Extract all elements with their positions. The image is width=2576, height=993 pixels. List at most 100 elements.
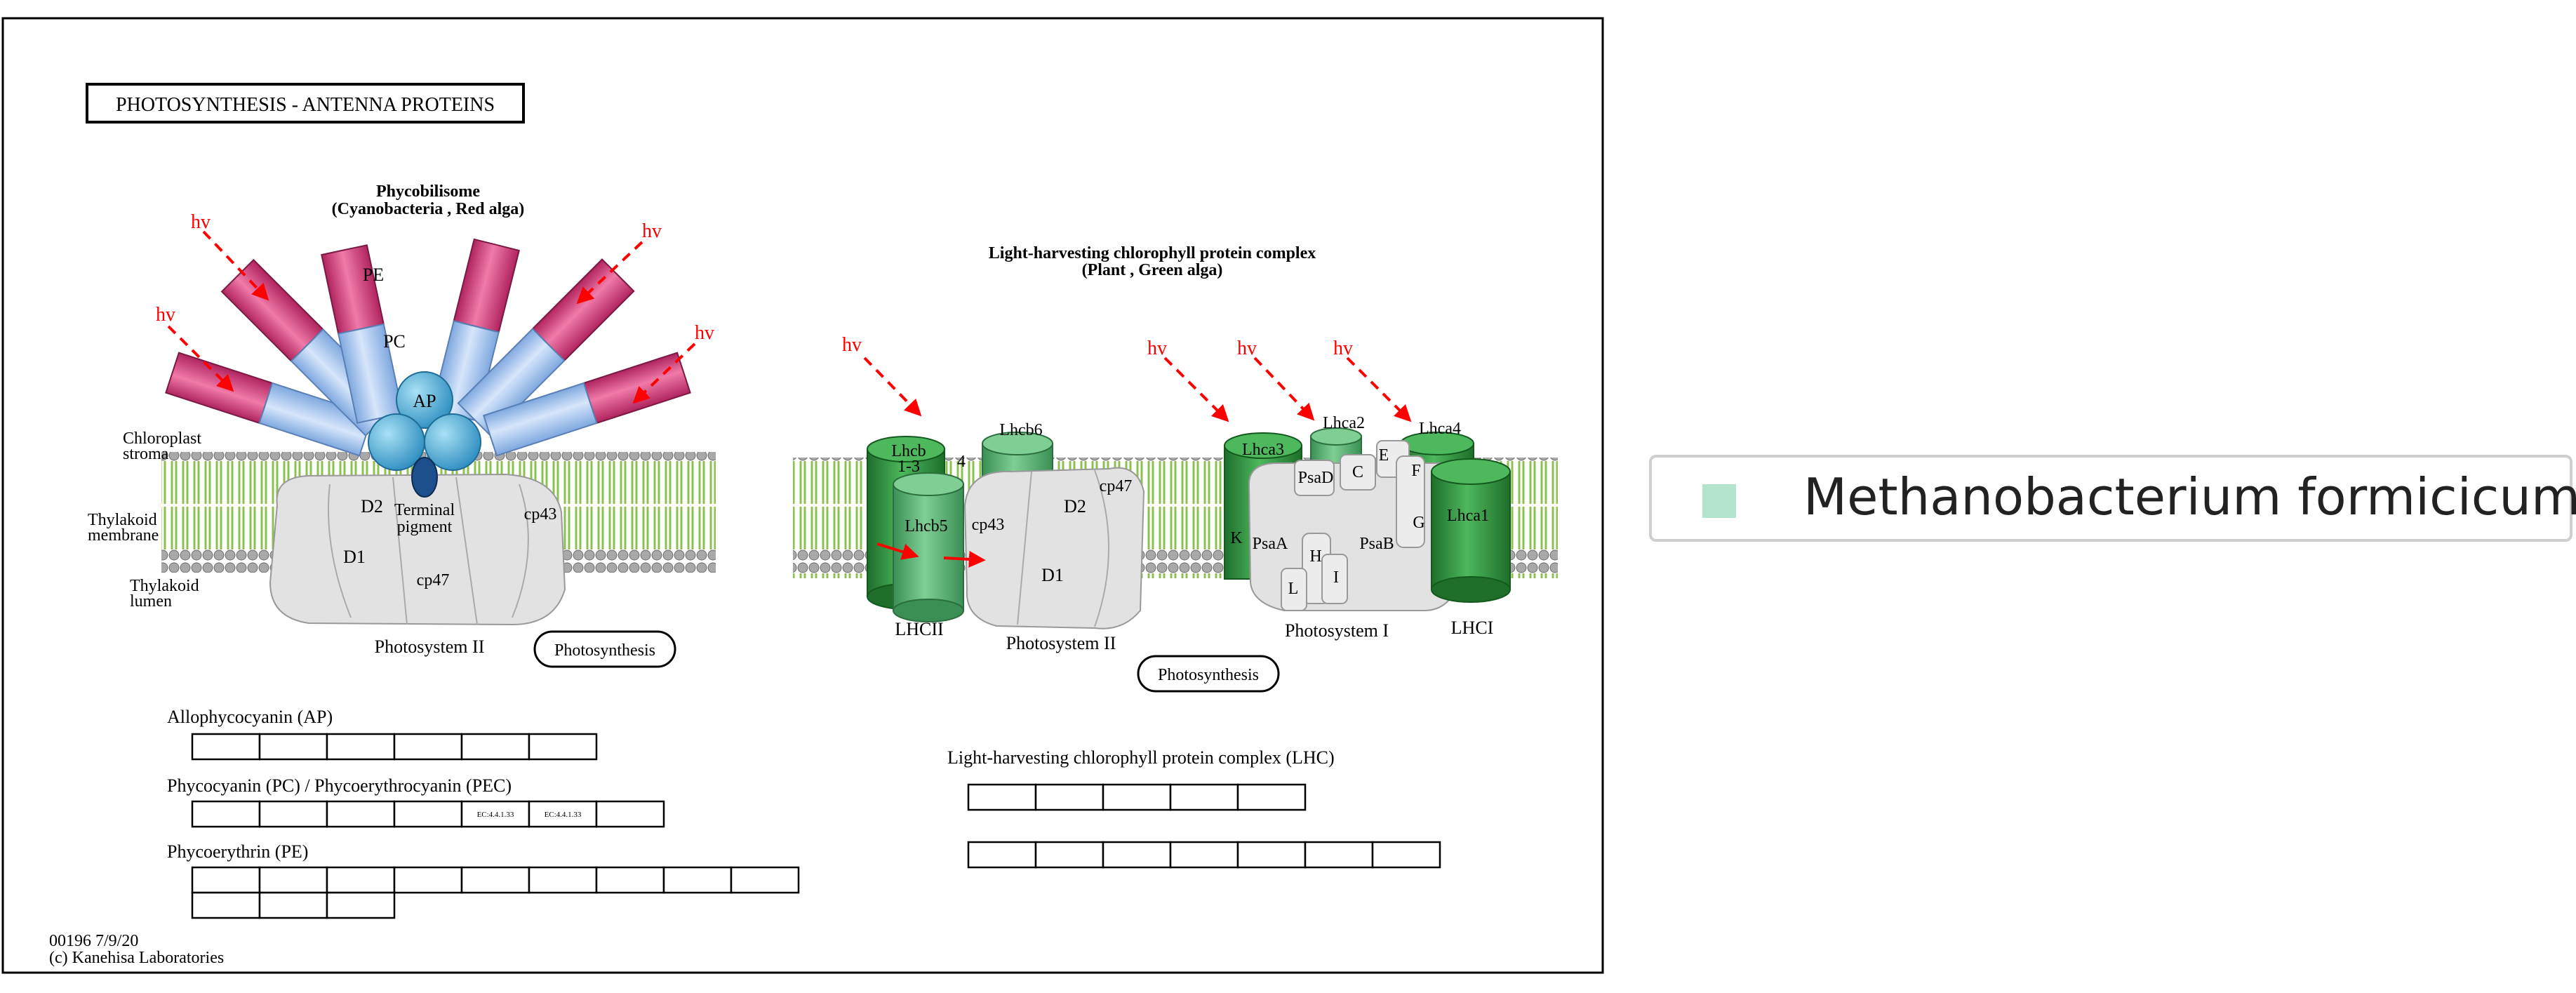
table-ap (191, 733, 598, 761)
gene-box[interactable] (967, 783, 1037, 811)
lhcb-1-3-label-b: 1-3 (897, 458, 920, 476)
ps2-left-label: Photosystem II (375, 637, 485, 657)
table-pe-label: Phycoerythrin (PE) (167, 841, 308, 862)
gene-box[interactable] (191, 733, 261, 761)
gene-box[interactable] (258, 866, 328, 894)
gene-box[interactable] (393, 866, 463, 894)
ps2-right-label: Photosystem II (1006, 633, 1116, 653)
hv-label-7: hv (1237, 338, 1257, 359)
footer-copyright: (c) Kanehisa Laboratories (49, 949, 224, 967)
light-arrows-left (167, 230, 696, 404)
legend: Methanobacterium formicicum (1649, 455, 2576, 542)
lhca4-label: Lhca4 (1419, 420, 1461, 438)
ps2-right-cp47: cp47 (1100, 477, 1133, 495)
gene-box[interactable] (528, 866, 598, 894)
gene-box[interactable] (326, 891, 396, 919)
gene-box[interactable] (1236, 841, 1307, 869)
ps2-left-d2: D2 (361, 496, 383, 517)
gene-box[interactable] (1169, 841, 1239, 869)
lhca2-label: Lhca2 (1323, 414, 1365, 432)
gene-box[interactable] (595, 866, 665, 894)
ps1-psab: PsaB (1359, 535, 1394, 553)
gene-box[interactable] (191, 800, 261, 828)
photosynthesis-link-left[interactable] (533, 630, 676, 668)
gene-box[interactable] (326, 800, 396, 828)
gene-box[interactable] (1236, 783, 1307, 811)
table-lhc-label: Light-harvesting chlorophyll protein com… (947, 747, 1335, 768)
lhcb-1-3-label-a: Lhcb (891, 442, 926, 460)
lhc-title: Light-harvesting chlorophyll protein com… (989, 244, 1316, 262)
gene-box[interactable] (730, 866, 800, 894)
gene-box[interactable] (460, 866, 530, 894)
title-box (86, 83, 525, 124)
gene-box[interactable] (1371, 841, 1441, 869)
gene-box[interactable] (967, 841, 1037, 869)
gene-box[interactable] (1034, 841, 1105, 869)
hv-label-5: hv (842, 334, 862, 356)
gene-box[interactable] (1102, 841, 1172, 869)
lhcii-label: LHCII (895, 619, 943, 639)
stroma-label-2: stroma (123, 445, 169, 463)
gene-box[interactable] (326, 733, 396, 761)
ps1-i: I (1333, 568, 1339, 587)
ps1-l: L (1288, 580, 1299, 598)
lhca1-cylinder (1431, 458, 1511, 603)
gene-box[interactable] (393, 800, 463, 828)
gene-box[interactable] (258, 891, 328, 919)
hv-label-1: hv (191, 211, 211, 233)
ps1-f: F (1411, 462, 1420, 480)
phycobilisome-rods (165, 238, 691, 498)
table-lhc (967, 783, 1441, 869)
ps1-psaa: PsaA (1253, 535, 1288, 553)
ps1-k: K (1230, 529, 1243, 547)
hv-label-4: hv (695, 322, 714, 344)
gene-box[interactable] (258, 800, 328, 828)
ps2-left-cp43: cp43 (524, 505, 557, 524)
gene-box[interactable] (662, 866, 733, 894)
terminal-pigment-label-1: Terminal (394, 501, 455, 519)
ps1-g: G (1413, 514, 1424, 532)
ps1-e: E (1379, 446, 1389, 465)
ps1-h: H (1309, 547, 1321, 566)
photosystem-ii-left (269, 473, 566, 626)
gene-box[interactable] (1034, 783, 1105, 811)
phycobilisome-subtitle: (Cyanobacteria , Red alga) (332, 200, 525, 218)
gene-box[interactable] (1102, 783, 1172, 811)
ps1-psad: PsaD (1298, 469, 1334, 487)
gene-box[interactable] (1304, 841, 1374, 869)
lumen-label-2: lumen (130, 592, 172, 611)
gene-box[interactable] (393, 733, 463, 761)
gene-box-label: EC:4.4.1.33 (545, 811, 582, 819)
lhcb6-label: Lhcb6 (999, 421, 1042, 439)
lhcb4-label: 4 (957, 453, 966, 471)
ps2-right-cp43: cp43 (972, 516, 1005, 534)
table-pc-label: Phycocyanin (PC) / Phycoerythrocyanin (P… (167, 775, 512, 796)
photosystem-ii-right (963, 467, 1145, 629)
membrane-label-2: membrane (88, 526, 159, 545)
ps1-c: C (1352, 463, 1363, 481)
gene-box[interactable] (191, 866, 261, 894)
photosynthesis-link-right-label[interactable]: Photosynthesis (1158, 666, 1259, 684)
gene-box[interactable] (528, 733, 598, 761)
rod-label-pe: PE (363, 265, 384, 285)
gene-box[interactable] (191, 891, 261, 919)
lhcb5-label: Lhcb5 (905, 517, 947, 535)
lhca1-label: Lhca1 (1447, 507, 1489, 525)
lhca3-label: Lhca3 (1242, 441, 1284, 459)
gene-box[interactable] (1169, 783, 1239, 811)
ps2-right-d1: D1 (1041, 565, 1064, 585)
gene-box[interactable] (460, 733, 530, 761)
gene-box[interactable] (595, 800, 665, 828)
table-pe (191, 866, 800, 919)
gene-box[interactable] (258, 733, 328, 761)
ps1-label: Photosystem I (1285, 620, 1389, 641)
photosynthesis-link-left-label[interactable]: Photosynthesis (554, 641, 655, 660)
legend-swatch (1702, 484, 1736, 518)
lhci-label: LHCI (1451, 618, 1494, 638)
gene-box[interactable] (326, 866, 396, 894)
photosynthesis-link-right[interactable] (1137, 655, 1280, 693)
ps2-left-cp47: cp47 (417, 571, 450, 589)
ps2-left-d1: D1 (343, 547, 366, 567)
stroma-label-1: Chloroplast (123, 429, 201, 448)
